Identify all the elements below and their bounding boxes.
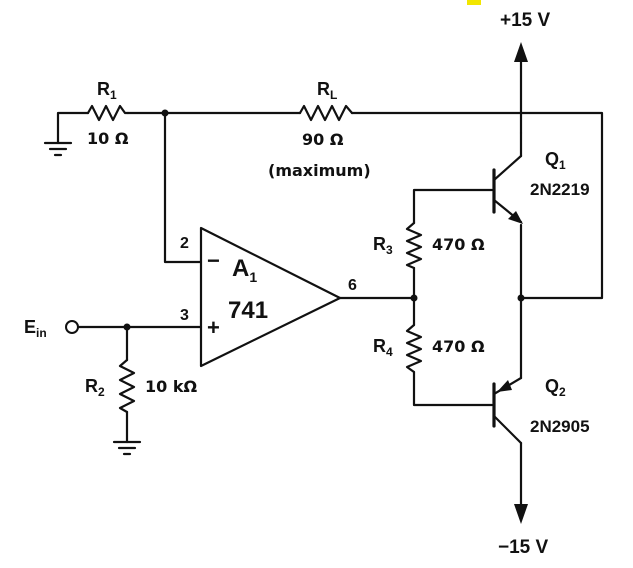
rl-resistor (298, 104, 354, 122)
rl-note: (maximum) (268, 161, 371, 180)
pin-noninverting: 3 (180, 307, 189, 324)
q1-base-wire (412, 188, 494, 225)
corner-mark (467, 0, 481, 5)
r3-resistor (405, 221, 423, 270)
q1-emitter-arrow (508, 211, 523, 224)
input-terminal[interactable] (65, 320, 79, 334)
r4-resistor (405, 323, 423, 374)
q2-emitter-arrow (497, 380, 512, 392)
r4-value: 470 Ω (432, 337, 485, 356)
q1-label: Q1 (545, 149, 566, 172)
wires (56, 58, 604, 510)
ground-symbol-r1 (43, 141, 73, 157)
r1-label: R1 (97, 79, 117, 102)
junction-input-node (123, 323, 131, 331)
opamp-part: 741 (228, 297, 268, 324)
opamp-triangle (199, 226, 342, 368)
input-label: Ein (24, 317, 47, 340)
opamp-name: A1 (232, 255, 257, 285)
r1-ground-wire (56, 111, 90, 145)
r2-label: R2 (85, 376, 105, 399)
opamp-minus-sign: − (207, 248, 220, 273)
pos-supply-arrow (514, 42, 528, 62)
inverting-input-wire (163, 111, 203, 264)
q2-transistor (492, 376, 523, 445)
rl-label: RL (317, 79, 337, 102)
rl-value: 90 Ω (302, 130, 344, 149)
feedback-loop-wire (519, 111, 604, 300)
pin-output: 6 (348, 277, 357, 294)
r1-value: 10 Ω (87, 129, 129, 148)
q2-base-wire (412, 370, 494, 407)
q2-label: Q2 (545, 376, 566, 399)
neg-supply-label: −15 V (498, 537, 549, 558)
opamp-plus-sign: + (207, 315, 220, 340)
r4-label: R4 (373, 336, 393, 359)
pos-supply-label: +15 V (500, 10, 551, 31)
junction-r1-node (161, 109, 169, 117)
junction-output-node (410, 294, 418, 302)
r1-resistor (86, 104, 130, 122)
r3-label: R3 (373, 234, 393, 257)
neg-supply-arrow (514, 504, 528, 524)
junction-emitter-node (517, 294, 525, 302)
pin-inverting: 2 (180, 235, 189, 252)
ground-symbol-r2 (112, 440, 142, 456)
r2-value: 10 kΩ (145, 377, 197, 396)
r3-value: 470 Ω (432, 235, 485, 254)
q1-transistor (492, 131, 523, 224)
q1-part: 2N2219 (530, 180, 590, 199)
q2-part: 2N2905 (530, 417, 590, 436)
r2-resistor (118, 358, 136, 414)
